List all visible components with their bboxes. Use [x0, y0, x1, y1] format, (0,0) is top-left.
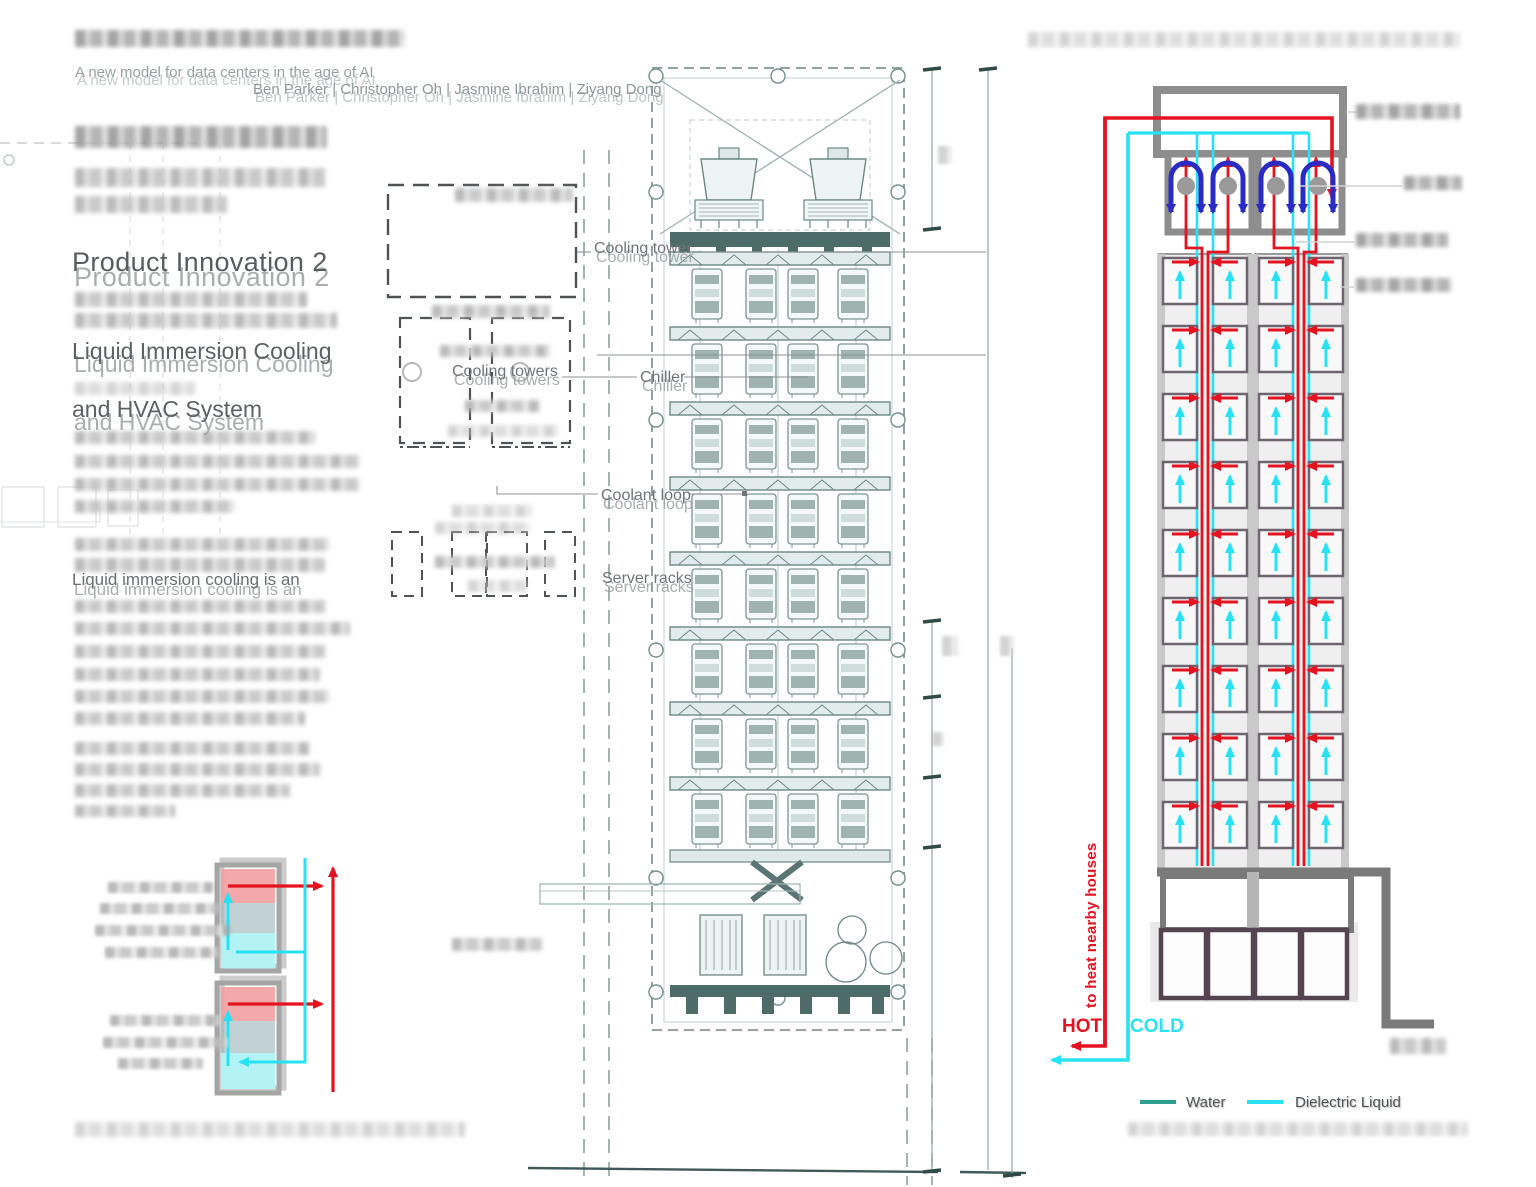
- redacted-label: [1356, 104, 1460, 119]
- ghost-margin-marks: [0, 132, 221, 535]
- redacted-paragraph: [75, 600, 325, 613]
- redacted-paragraph: [75, 690, 330, 703]
- redacted-text: [75, 292, 307, 307]
- authors: Ben Parker | Christopher Oh | Jasmine Ib…: [253, 81, 664, 106]
- label-server-racks-ghost: Server racks: [604, 578, 694, 596]
- redacted-label: [1404, 176, 1462, 190]
- central-section-drawing: [527, 66, 1027, 1185]
- body-lead-ghost: Liquid immersion cooling is an: [74, 579, 302, 599]
- redacted-label: [435, 522, 530, 534]
- redacted-text: [75, 30, 405, 47]
- redacted-text: [75, 313, 337, 328]
- label-cooling-tower: Cooling tower Cooling tower: [594, 240, 694, 266]
- page-title-ghost: Product Innovation 2: [74, 262, 330, 293]
- tagline: A new model for data centers in the age …: [75, 64, 376, 89]
- cold-label: COLD: [1130, 1016, 1184, 1037]
- authors-text: Ben Parker | Christopher Oh | Jasmine Ib…: [253, 81, 662, 98]
- redacted-label: [452, 938, 542, 951]
- label-coolant-loop-text: Coolant loop: [601, 487, 691, 504]
- redacted-paragraph: [75, 558, 325, 572]
- redacted-paragraph: [75, 478, 360, 491]
- label-chiller-ghost: Chiller: [642, 377, 688, 395]
- authors-ghost: Ben Parker | Christopher Oh | Jasmine Ib…: [255, 89, 664, 107]
- tagline-text: A new model for data centers in the age …: [75, 64, 374, 81]
- redacted-text: [75, 196, 227, 213]
- redacted-text: [75, 168, 325, 187]
- subtitle-line2-ghost: and HVAC System: [74, 408, 265, 435]
- redacted-label: [435, 556, 555, 568]
- label-cooling-towers: Cooling towers Cooling towers: [452, 363, 560, 389]
- redacted-paragraph: [75, 455, 360, 468]
- redacted-text: [75, 382, 195, 395]
- redacted-label: [110, 1015, 220, 1026]
- legend-dielectric-label: Dielectric Liquid: [1295, 1094, 1401, 1111]
- hot-label: HOT: [1062, 1016, 1103, 1037]
- redacted-dim: [1000, 636, 1014, 656]
- redacted-label: [103, 1037, 228, 1048]
- immersion-tank-detail: [214, 857, 338, 1096]
- label-server-racks-text: Server racks: [602, 570, 692, 587]
- redacted-dim: [938, 146, 952, 164]
- redacted-label: [432, 305, 550, 318]
- heat-note-label: to heat nearby houses: [1083, 842, 1100, 1008]
- redacted-footer: [75, 1122, 465, 1137]
- redacted-label: [448, 425, 558, 437]
- label-chiller-text: Chiller: [640, 369, 686, 386]
- redacted-label: [1356, 233, 1448, 247]
- subtitle-line1: Liquid Immersion Cooling Liquid Immersio…: [72, 338, 334, 377]
- label-cooling-tower-text: Cooling tower: [594, 240, 692, 257]
- page-title-text: Product Innovation 2: [72, 247, 328, 277]
- redacted-label: [105, 947, 220, 958]
- label-cooling-tower-ghost: Cooling tower: [596, 248, 694, 266]
- flow-diagram: [1050, 86, 1434, 1104]
- tagline-ghost: A new model for data centers in the age …: [77, 72, 376, 90]
- redacted-footer: [1128, 1122, 1468, 1136]
- redacted-label: [108, 882, 213, 893]
- page-title: Product Innovation 2 Product Innovation …: [72, 247, 329, 292]
- redacted-paragraph: [75, 742, 310, 755]
- legend-water-label: Water: [1186, 1094, 1226, 1111]
- redacted-label: [95, 925, 230, 936]
- body-lead-text: Liquid immersion cooling is an: [72, 570, 300, 589]
- redacted-label: [452, 505, 532, 517]
- redacted-label: [1390, 1038, 1446, 1054]
- label-cooling-towers-ghost: Cooling towers: [454, 371, 560, 389]
- redacted-paragraph: [75, 431, 315, 444]
- label-coolant-loop: Coolant loop Coolant loop: [601, 487, 693, 513]
- subtitle-line1-ghost: Liquid Immersion Cooling: [74, 350, 334, 377]
- redacted-label: [465, 400, 540, 412]
- redacted-paragraph: [75, 645, 325, 658]
- redacted-paragraph: [75, 784, 290, 797]
- label-chiller: Chiller Chiller: [640, 369, 687, 395]
- redacted-dim: [932, 732, 944, 746]
- redacted-label: [455, 188, 573, 202]
- redacted-label: [468, 580, 528, 592]
- body-lead-line: Liquid immersion cooling is an Liquid im…: [72, 570, 302, 599]
- label-coolant-loop-ghost: Coolant loop: [603, 495, 693, 513]
- redacted-paragraph: [75, 805, 175, 817]
- redacted-paragraph: [75, 763, 320, 776]
- subtitle-line2: and HVAC System and HVAC System: [72, 396, 264, 435]
- redacted-label: [440, 345, 550, 357]
- redacted-paragraph: [75, 622, 350, 635]
- label-cooling-towers-text: Cooling towers: [452, 363, 558, 380]
- redacted-paragraph: [75, 668, 320, 681]
- redacted-label: [118, 1058, 203, 1069]
- redacted-paragraph: [75, 500, 235, 513]
- redacted-label: [100, 903, 220, 914]
- redacted-paragraph: [75, 712, 305, 725]
- label-server-racks: Server racks Server racks: [602, 570, 694, 596]
- subtitle-line2-text: and HVAC System: [72, 396, 263, 422]
- subtitle-line1-text: Liquid Immersion Cooling: [72, 338, 332, 364]
- redacted-paragraph: [75, 538, 330, 551]
- redacted-dim: [942, 636, 958, 656]
- redacted-label: [1356, 278, 1452, 292]
- redacted-text: [1028, 32, 1460, 47]
- redacted-heading: [75, 126, 327, 148]
